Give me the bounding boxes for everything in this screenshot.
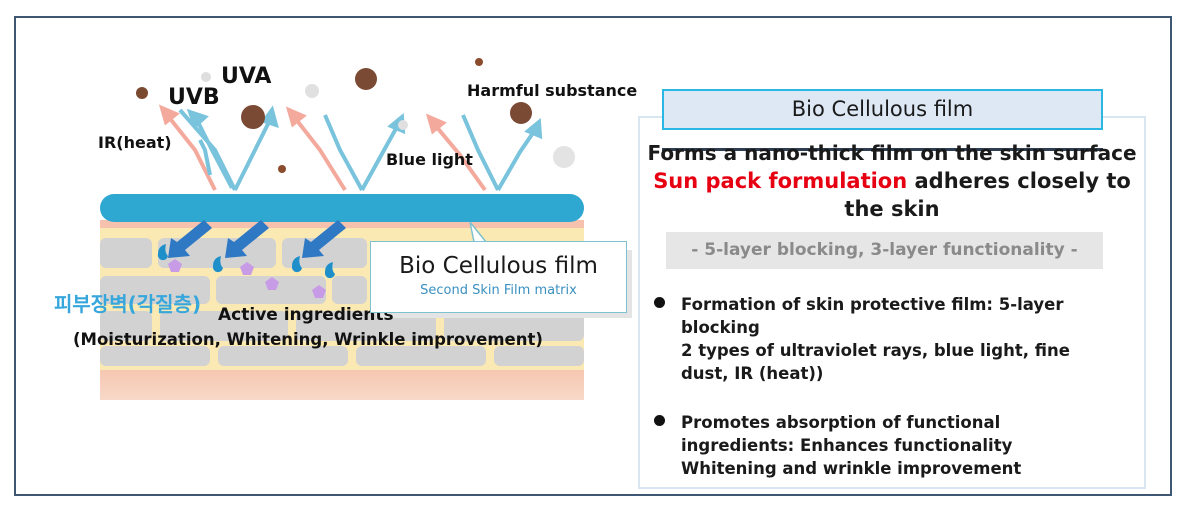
headline-highlight: Sun pack formulation xyxy=(653,169,908,193)
skin-cell xyxy=(332,276,367,304)
callout-title: Bio Cellulous film xyxy=(399,253,598,279)
bio-film-callout: Bio Cellulous film Second Skin Film matr… xyxy=(370,241,627,313)
dust-particle-grey xyxy=(305,84,319,98)
uv-arrow-head xyxy=(260,105,279,129)
ir-arrow xyxy=(433,123,487,192)
ir-arrow xyxy=(293,116,347,192)
title-underline xyxy=(662,148,1103,151)
bullet-line: dust, IR (heat)) xyxy=(681,364,824,383)
dust-particle xyxy=(510,102,532,124)
dust-particles xyxy=(136,58,575,173)
uva-label: UVA xyxy=(221,64,272,89)
dust-particle xyxy=(278,165,286,173)
ir-arrow-head xyxy=(285,106,307,128)
dust-particle-grey xyxy=(553,146,575,168)
active-arrow xyxy=(302,220,346,258)
blue-light-label: Blue light xyxy=(386,150,473,169)
lower-skin-band xyxy=(100,370,584,400)
ingredient-drop xyxy=(291,256,302,273)
uv-arrow-head xyxy=(524,118,543,140)
callout-shadow xyxy=(376,312,632,318)
skin-cell xyxy=(296,311,436,341)
ingredient-pentagon xyxy=(240,262,254,275)
slide-frame xyxy=(14,16,1172,496)
bullet-line: ingredients: Enhances functionality xyxy=(681,436,1013,455)
bullet-line: Formation of skin protective film: 5-lay… xyxy=(681,295,1064,314)
skin-cell xyxy=(218,346,348,366)
dust-particle-grey xyxy=(398,120,408,130)
ingredient-pentagon xyxy=(265,277,279,290)
ir-arrow xyxy=(166,114,217,191)
uv-arrows xyxy=(178,105,543,192)
ir-arrows xyxy=(158,104,487,192)
bullet-dot xyxy=(654,415,665,426)
skin-cell xyxy=(100,311,152,341)
ingredient-drops xyxy=(157,244,335,279)
headline-line3: the skin xyxy=(844,197,940,221)
ingredient-drop xyxy=(324,262,335,279)
skin-cell xyxy=(282,238,367,268)
headline-line2: Sun pack formulation adheres closely to xyxy=(641,167,1143,195)
active-arrow xyxy=(225,220,269,258)
skin-diagram xyxy=(100,58,632,400)
active-ingredient-arrows xyxy=(168,220,346,258)
dust-particle xyxy=(475,58,483,66)
panel-subtitle: - 5-layer blocking, 3-layer functionalit… xyxy=(666,232,1103,269)
skin-cell xyxy=(160,311,288,341)
bullet-line: Promotes absorption of functional xyxy=(681,413,1001,432)
panel-title: Bio Cellulous film xyxy=(662,89,1103,130)
bullet-line: Whitening and wrinkle improvement xyxy=(681,459,1022,478)
bullet-dot xyxy=(654,297,665,308)
active-arrow xyxy=(168,220,212,258)
ingredient-pentagon xyxy=(312,285,326,298)
bullet-line: 2 types of ultraviolet rays, blue light,… xyxy=(681,341,1070,360)
ir-arrow-head xyxy=(425,113,447,135)
skin-cell xyxy=(100,276,210,304)
dust-particle xyxy=(355,68,377,90)
harmful-substance-label: Harmful substance xyxy=(467,81,638,100)
callout-shadow xyxy=(626,250,632,318)
skin-cell xyxy=(100,346,210,366)
ingredient-drop xyxy=(157,244,168,261)
dust-particle xyxy=(241,105,265,129)
dust-particle-grey xyxy=(201,72,211,82)
skin-layers xyxy=(100,194,584,400)
active-ingredients-label: Active ingredients xyxy=(218,305,394,325)
ingredient-pentagon xyxy=(168,259,182,272)
skin-cell xyxy=(356,346,486,366)
ingredient-pentagons xyxy=(168,259,326,298)
active-ingredients-detail: (Moisturization, Whitening, Wrinkle impr… xyxy=(73,330,543,349)
skin-cell xyxy=(494,346,584,366)
skin-barrier-label: 피부장벽(각질층) xyxy=(54,292,202,316)
ingredient-drop xyxy=(212,256,223,273)
callout-subtitle: Second Skin Film matrix xyxy=(420,283,577,298)
headline-line1: Forms a nano-thick film on the skin surf… xyxy=(647,141,1137,165)
panel-headline: Forms a nano-thick film on the skin surf… xyxy=(641,139,1143,223)
headline-rest: adheres closely to xyxy=(907,169,1131,193)
skin-cell xyxy=(444,311,584,341)
skin-cell xyxy=(100,238,152,268)
uvb-label: UVB xyxy=(168,85,220,110)
ir-arrow-head xyxy=(158,104,180,126)
dust-particle xyxy=(136,87,148,99)
bullet-line: blocking xyxy=(681,318,760,337)
ir-heat-label: IR(heat) xyxy=(98,133,172,152)
bio-film-layer xyxy=(100,194,584,222)
